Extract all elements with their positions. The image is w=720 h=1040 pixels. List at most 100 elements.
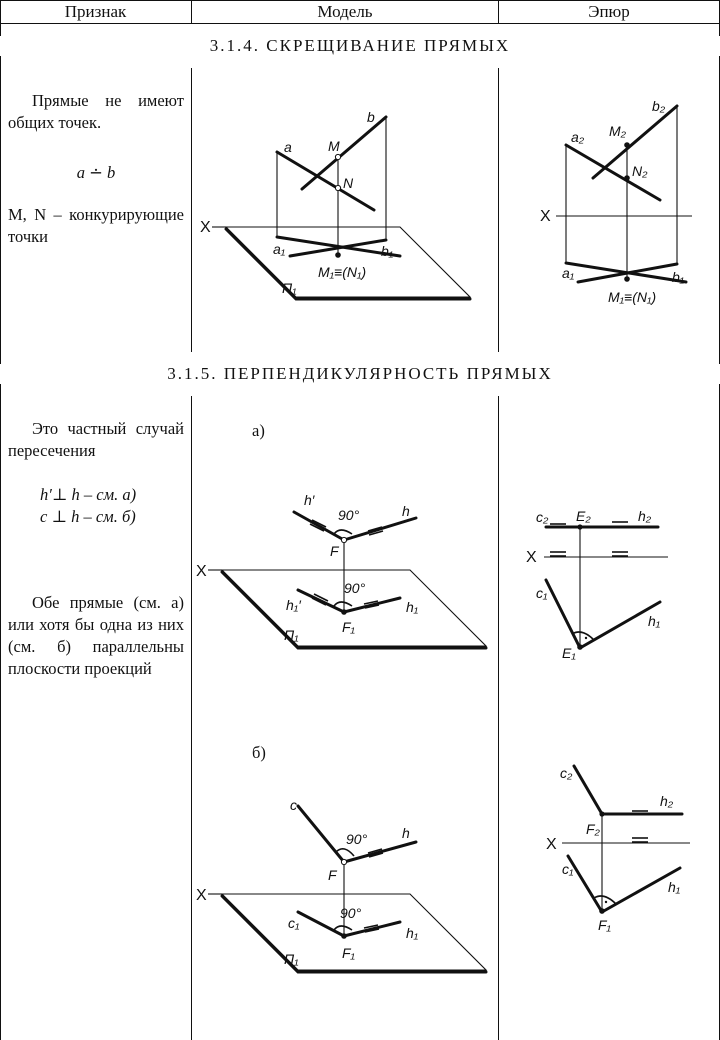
label-h2: h₂ (660, 793, 674, 809)
label-h1: h₁ (406, 925, 419, 941)
label-m1n1: M₁≡(N₁) (318, 264, 366, 280)
label-a1: a₁ (273, 241, 286, 257)
label-x: X (526, 549, 537, 566)
point-f1 (341, 933, 347, 939)
line-h (342, 840, 418, 864)
label-x: X (196, 887, 207, 904)
right-angle-dot (604, 900, 608, 904)
point-e2 (577, 524, 583, 530)
caption-b: б) (252, 743, 266, 762)
table-border-left (0, 0, 1, 1040)
label-m2: M₂ (609, 123, 627, 139)
plane-edge (224, 227, 472, 301)
label-f1: F₁ (342, 945, 356, 961)
line-h1 (342, 596, 402, 614)
label-f2: F₂ (586, 821, 601, 837)
tick (364, 604, 380, 609)
point-f1 (341, 609, 347, 615)
section-title-perpendicular: 3.1.5. ПЕРПЕНДИКУЛЯРНОСТЬ ПРЯМЫХ (0, 364, 720, 384)
line-h1 (600, 866, 682, 914)
label-b: b (367, 109, 375, 125)
perp-condition-text: Обе прямые (см. а) или хотя бы одна из н… (8, 593, 184, 678)
column-divider-2-s1 (498, 68, 499, 352)
label-c1: c₁ (562, 861, 574, 877)
label-h1-prime: h₁′ (286, 597, 302, 613)
skew-model: X a b M N a₁ b₁ M₁≡(N₁) П₁ (200, 109, 472, 301)
label-e2: E₂ (576, 508, 591, 524)
tick (364, 928, 380, 933)
line-a (275, 150, 376, 212)
line-a2 (564, 143, 662, 202)
section-title-skew: 3.1.4. СКРЕЩИВАНИЕ ПРЯМЫХ (0, 36, 720, 56)
column-divider-1 (191, 0, 192, 24)
perp-description: Это частный случай пересечения (8, 419, 184, 460)
label-angle: 90° (338, 507, 360, 523)
line-h (342, 516, 418, 542)
point-m2 (624, 142, 630, 148)
line-c1 (544, 578, 582, 650)
label-c1: c₁ (288, 915, 300, 931)
line-h1-prime (296, 588, 346, 614)
angle-arc (333, 529, 353, 535)
header-divider (0, 23, 720, 24)
label-e1: E₁ (562, 645, 576, 661)
tick (309, 523, 325, 532)
point-f (340, 858, 348, 866)
label-h: h (402, 825, 410, 841)
point-m1 (335, 252, 341, 258)
label-c2: c₂ (536, 509, 549, 525)
label-plane: П₁ (282, 280, 297, 296)
label-a2: a₂ (571, 129, 585, 145)
point-n (334, 184, 342, 192)
line-c (296, 804, 346, 864)
point-f2 (599, 811, 605, 817)
line-b1 (288, 238, 388, 258)
skew-formula: a ∸ b (76, 163, 116, 182)
point-f1 (599, 908, 605, 914)
caption-a: а) (252, 421, 265, 440)
angle-arc (333, 601, 353, 607)
label-n: N (343, 175, 354, 191)
line-c1 (566, 854, 604, 914)
label-c2: c₂ (560, 765, 573, 781)
label-m: M (328, 138, 340, 154)
label-a: a (284, 139, 292, 155)
angle-arc (333, 925, 353, 931)
point-n2 (624, 175, 630, 181)
perp-formula-a: h′⊥ h – см. а) (40, 485, 137, 504)
label-f1: F₁ (598, 917, 612, 933)
label-h1: h₁ (406, 599, 419, 615)
label-b2: b₂ (652, 98, 666, 114)
angle-arc (335, 848, 355, 857)
label-f: F (328, 867, 338, 883)
label-f: F (330, 543, 340, 559)
perp-formula-b: c ⊥ h – см. б) (40, 507, 136, 526)
header-model: Модель (317, 2, 373, 21)
angle-arc (571, 631, 595, 641)
competing-points-text: M, N – конкурирующие точки (8, 205, 184, 246)
projection-plane (224, 226, 472, 298)
label-n2: N₂ (632, 163, 648, 179)
column-divider-2-s2 (498, 396, 499, 1040)
label-h1: h₁ (668, 879, 681, 895)
header-feature: Признак (64, 2, 127, 21)
label-h2: h₂ (638, 508, 652, 524)
line-b (300, 115, 388, 191)
angle-arc (593, 895, 617, 905)
label-c1: c₁ (536, 585, 548, 601)
label-x: X (540, 208, 551, 225)
label-plane: П₁ (284, 951, 299, 967)
label-x: X (196, 563, 207, 580)
point-m (334, 153, 342, 161)
line-b2 (591, 104, 679, 180)
label-b1: b₁ (672, 269, 685, 285)
perp-model-a: X h′ 90° h F h₁′ 90° h₁ F₁ П₁ (196, 492, 488, 650)
label-angle: 90° (346, 831, 368, 847)
tick (363, 600, 379, 605)
label-f1: F₁ (342, 619, 356, 635)
label-h1: h₁ (648, 613, 661, 629)
label-angle1: 90° (340, 905, 362, 921)
label-m1n1: M₁≡(N₁) (608, 289, 656, 305)
